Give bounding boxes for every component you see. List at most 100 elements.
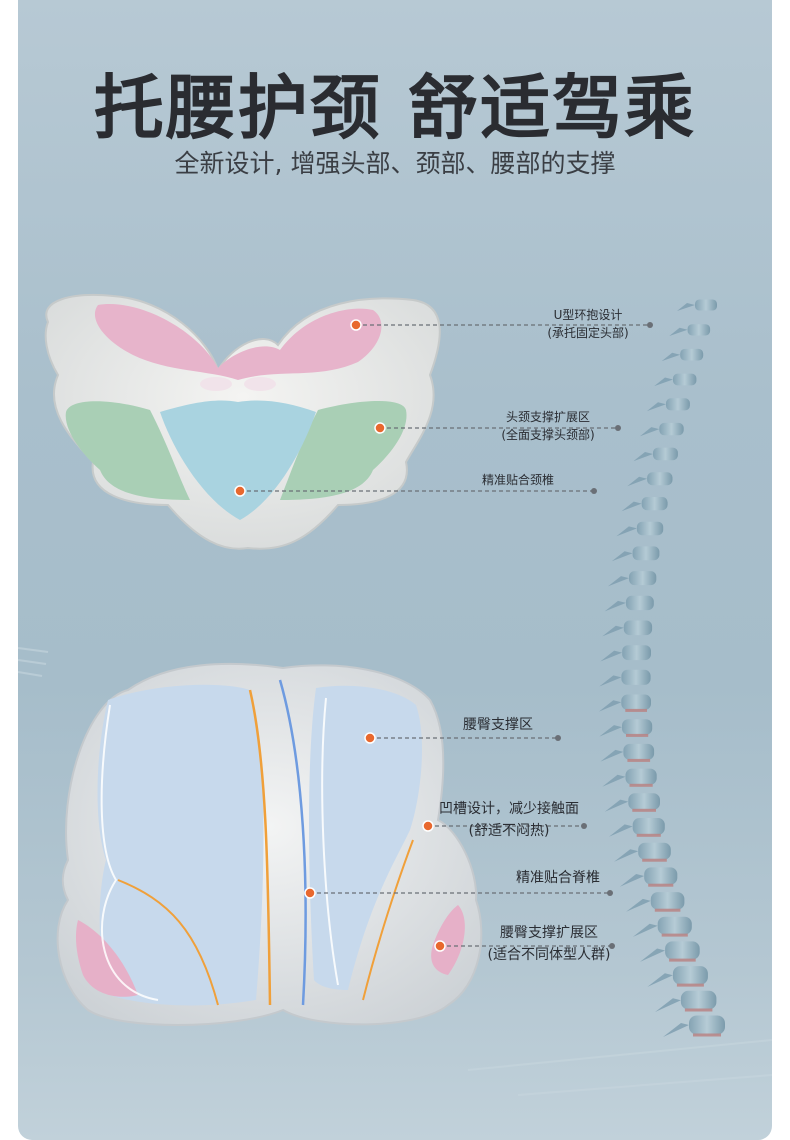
neck-pillow-illustration xyxy=(44,294,441,550)
lumbar-pillow-illustration xyxy=(56,662,483,1026)
vertebra-process xyxy=(661,352,681,362)
vertebra-process xyxy=(599,725,622,737)
callout-u-shape-note: (承托固定头部) xyxy=(547,326,629,340)
vertebra-process xyxy=(647,973,673,987)
vertebra xyxy=(622,645,651,661)
vertebra-process xyxy=(632,923,658,937)
vertebra-process xyxy=(616,526,637,537)
callout-spine-fit: 精准贴合脊椎 xyxy=(488,867,628,889)
vertebra xyxy=(673,373,697,386)
vertebra xyxy=(629,571,657,586)
callout-lumbar-extension: 腰臀支撑扩展区 (适合不同体型人群) xyxy=(454,922,644,966)
callout-lumbar-zone: 腰臀支撑区 xyxy=(418,714,578,736)
spinal-disc xyxy=(636,833,661,837)
spinal-disc xyxy=(654,908,681,912)
vertebra-process xyxy=(627,476,648,487)
callout-neck-extension: 头颈支撑扩展区 (全面支撑头颈部) xyxy=(448,408,648,444)
vertebra xyxy=(632,546,660,561)
callout-u-shape-title: U型环抱设计 xyxy=(553,308,623,322)
vertebra-process xyxy=(602,625,624,637)
vertebra xyxy=(644,867,678,885)
vertebra-process xyxy=(607,576,629,587)
vertebra-process xyxy=(598,700,622,712)
vertebra xyxy=(659,422,684,436)
vertebra xyxy=(666,398,690,411)
vertebra-process xyxy=(621,501,642,512)
spinal-disc xyxy=(669,958,696,962)
callout-cervical-fit: 精准贴合颈椎 xyxy=(428,471,608,489)
callout-endpoints xyxy=(555,322,653,949)
vertebra xyxy=(672,966,708,985)
page-title: 托腰护颈 舒适驾乘 xyxy=(93,67,697,149)
background-panel: U型环抱设计 (承托固定头部) 头颈支撑扩展区 (全面支撑头颈部) 精准贴合颈椎… xyxy=(18,0,772,1140)
callout-cervical-fit-title: 精准贴合颈椎 xyxy=(481,473,554,487)
vertebra-process xyxy=(599,675,622,687)
callout-leaders xyxy=(240,324,650,947)
callout-neck-extension-note: (全面支撑头颈部) xyxy=(501,428,595,442)
vertebra xyxy=(632,818,665,835)
spinal-disc xyxy=(625,708,647,712)
spinal-disc xyxy=(627,758,651,762)
vertebra-process xyxy=(619,874,645,887)
callout-groove-note: (舒适不闷热) xyxy=(468,823,550,839)
vertebra xyxy=(657,916,692,935)
spinal-disc xyxy=(642,858,667,862)
vertebra-process xyxy=(600,749,624,762)
page-subtitle: 全新设计, 增强头部、颈部、腰部的支撑 xyxy=(174,149,616,178)
vertebra xyxy=(623,743,655,760)
vertebra xyxy=(653,447,678,461)
spinal-disc xyxy=(626,733,649,737)
product-illustration xyxy=(18,294,772,1096)
vertebra xyxy=(625,768,657,785)
vertebra xyxy=(626,595,654,611)
vertebra xyxy=(641,497,668,511)
vertebra-process xyxy=(663,1023,689,1037)
callout-groove: 凹槽设计，减少接触面 (舒适不闷热) xyxy=(414,798,604,842)
vertebra-process xyxy=(611,551,633,562)
vertebra xyxy=(623,620,653,636)
callout-neck-extension-title: 头颈支撑扩展区 xyxy=(505,410,590,424)
vertebra xyxy=(636,521,664,536)
vertebra-process xyxy=(640,948,666,962)
vertebra-process xyxy=(654,377,673,387)
vertebra-process xyxy=(609,824,633,837)
callout-groove-title: 凹槽设计，减少接触面 xyxy=(439,801,579,817)
vertebra-process xyxy=(677,303,695,311)
vertebra-process xyxy=(614,849,639,862)
vertebra-process xyxy=(640,427,660,437)
spinal-disc xyxy=(684,1008,713,1012)
callout-lumbar-extension-title: 腰臀支撑扩展区 xyxy=(500,925,598,941)
vertebra xyxy=(638,842,671,860)
vertebra xyxy=(695,299,717,311)
vertebra-process xyxy=(655,998,681,1012)
callout-dots xyxy=(234,319,446,952)
spinal-disc xyxy=(648,883,674,887)
motion-streaks xyxy=(18,647,772,1096)
callout-spine-fit-title: 精准贴合脊椎 xyxy=(516,870,600,886)
spinal-disc xyxy=(661,933,688,937)
vertebra xyxy=(650,892,685,910)
vertebra-process xyxy=(604,600,626,612)
callout-u-shape: U型环抱设计 (承托固定头部) xyxy=(488,306,688,342)
vertebra-process xyxy=(669,327,688,336)
spine-illustration xyxy=(598,299,725,1037)
vertebra xyxy=(622,719,653,735)
vertebra xyxy=(689,1015,725,1035)
spinal-disc xyxy=(632,808,656,812)
vertebra xyxy=(628,793,660,810)
vertebra xyxy=(621,669,651,685)
vertebra xyxy=(665,941,700,960)
vertebra xyxy=(621,694,651,710)
spinal-disc xyxy=(676,983,704,987)
vertebra xyxy=(680,990,717,1010)
vertebra xyxy=(647,472,673,486)
vertebra-process xyxy=(602,774,626,787)
vertebra-process xyxy=(633,452,653,462)
spinal-disc xyxy=(693,1033,721,1037)
vertebra-process xyxy=(600,650,623,662)
vertebra-process xyxy=(626,898,651,912)
vertebra xyxy=(680,348,704,361)
spinal-disc xyxy=(629,783,653,787)
vertebra xyxy=(687,324,711,336)
